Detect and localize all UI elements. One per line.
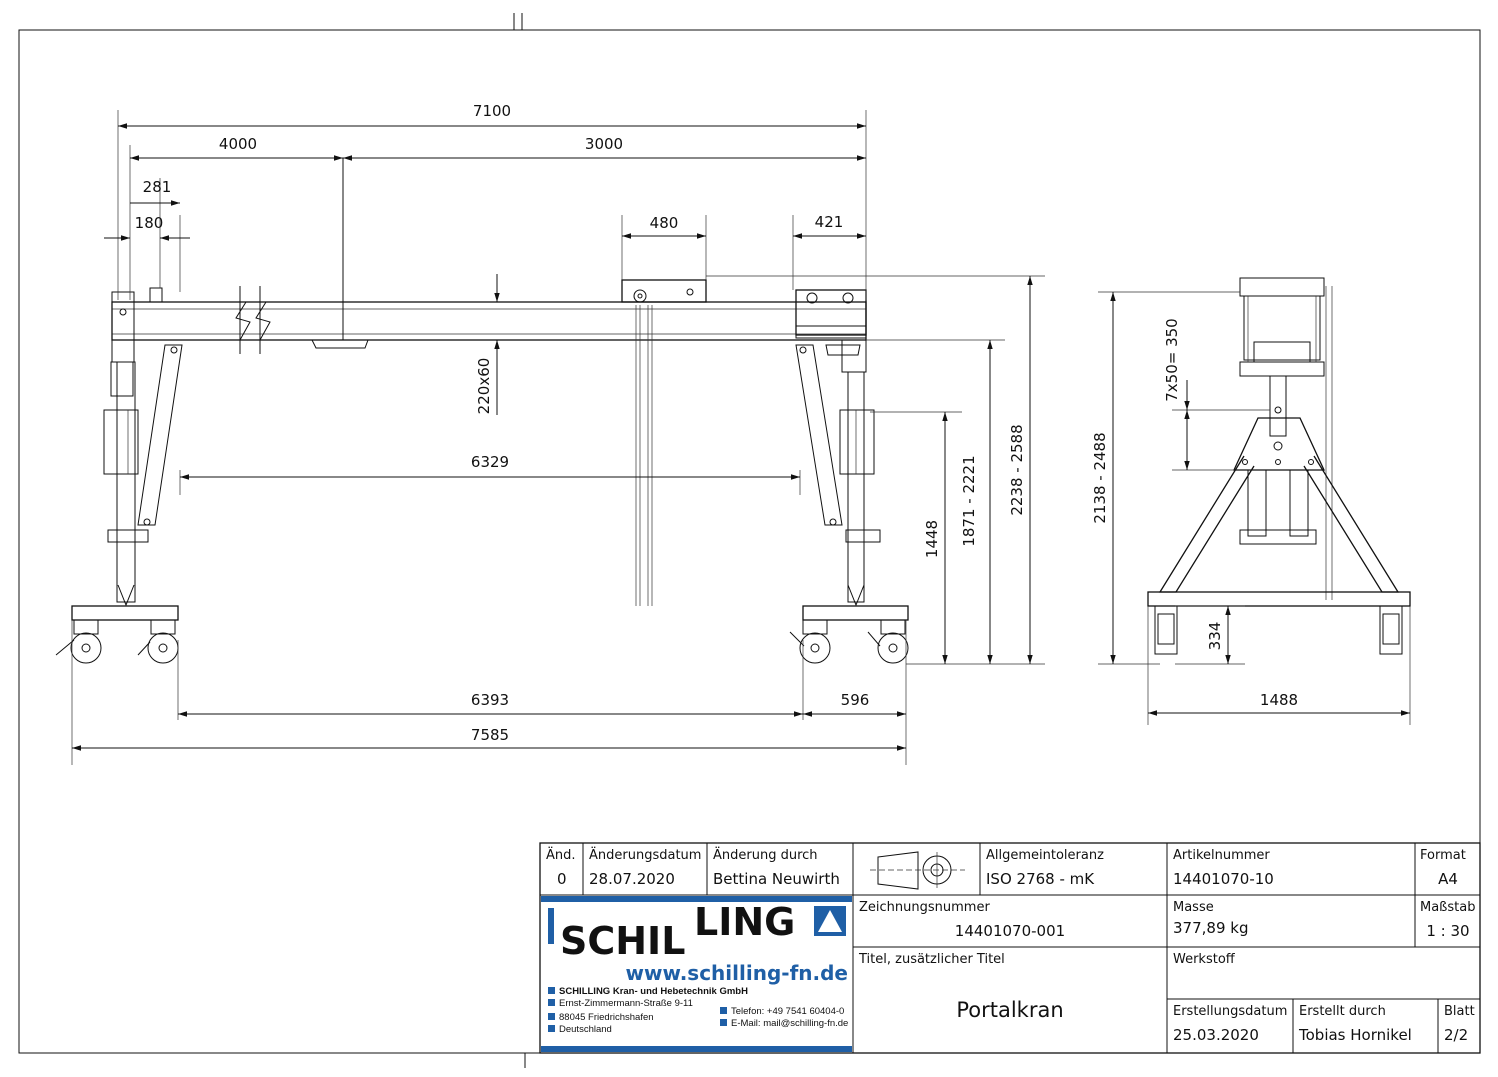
label-aenderungsdatum: Änderungsdatum: [589, 847, 701, 863]
dim-2238-2588: 2238 - 2588: [1008, 424, 1026, 515]
value-aenderungsdatum: 28.07.2020: [589, 870, 675, 888]
label-werkstoff: Werkstoff: [1173, 952, 1236, 967]
dim-6393: 6393: [471, 691, 509, 709]
company-street: Ernst-Zimmermann-Straße 9-11: [559, 998, 693, 1009]
company-website: www.schilling-fn.de: [626, 961, 848, 985]
value-allgemeintoleranz: ISO 2768 - mK: [986, 870, 1095, 888]
company-logo: SCHIL LING www.schilling-fn.de SCHILLING…: [541, 896, 852, 1052]
value-artikelnummer: 14401070-10: [1173, 870, 1274, 888]
label-erstellt-durch: Erstellt durch: [1299, 1004, 1386, 1019]
dim-334: 334: [1206, 622, 1224, 651]
dim-7585: 7585: [471, 726, 509, 744]
dim-2138-2488: 2138 - 2488: [1091, 432, 1109, 523]
value-massstab: 1 : 30: [1426, 922, 1469, 940]
label-aenderung-durch: Änderung durch: [713, 847, 818, 863]
value-aenderung-durch: Bettina Neuwirth: [713, 870, 840, 888]
value-erstellungsdatum: 25.03.2020: [1173, 1026, 1259, 1044]
left-wheel-2: [147, 632, 179, 664]
left-leg: [116, 361, 136, 603]
company-country: Deutschland: [559, 1024, 612, 1035]
dim-1871-2221: 1871 - 2221: [960, 455, 978, 546]
left-base: [71, 605, 179, 621]
front-view: 7100 4000 3000 281 180 480 421 220x60 63…: [55, 102, 1045, 765]
company-email: E-Mail: mail@schilling-fn.de: [731, 1018, 848, 1029]
dim-180: 180: [135, 214, 164, 232]
dim-6329: 6329: [471, 453, 509, 471]
right-brace: [795, 344, 843, 526]
dim-596: 596: [841, 691, 870, 709]
right-base: [802, 605, 909, 621]
value-aend: 0: [557, 870, 567, 888]
side-view: 2138 - 2488 7x50= 350 334 1488: [1091, 277, 1411, 725]
dim-421: 421: [815, 213, 844, 231]
label-blatt: Blatt: [1444, 1004, 1475, 1019]
value-zeichnungsnummer: 14401070-001: [955, 922, 1065, 940]
value-blatt: 2/2: [1444, 1026, 1468, 1044]
logo-text-part2: LING: [694, 900, 795, 944]
label-format: Format: [1420, 848, 1466, 863]
trolley: [621, 279, 707, 303]
dim-3000: 3000: [585, 135, 623, 153]
value-erstellt-durch: Tobias Hornikel: [1298, 1026, 1412, 1044]
label-allgemeintoleranz: Allgemeintoleranz: [986, 848, 1104, 863]
value-format: A4: [1438, 870, 1458, 888]
dim-281: 281: [143, 178, 172, 196]
left-brace: [137, 344, 183, 526]
dim-7x50: 7x50= 350: [1163, 318, 1181, 401]
dim-1488: 1488: [1260, 691, 1298, 709]
right-wheel-1: [799, 632, 831, 664]
logo-text-part1: SCHIL: [560, 919, 685, 963]
dim-7100: 7100: [473, 102, 511, 120]
label-massstab: Maßstab: [1420, 900, 1475, 915]
value-titel: Portalkran: [956, 998, 1063, 1022]
title-block: Änd. 0 Änderungsdatum 28.07.2020 Änderun…: [539, 842, 1481, 1054]
label-masse: Masse: [1173, 900, 1214, 915]
company-name: SCHILLING Kran- und Hebetechnik GmbH: [559, 986, 748, 997]
label-aend: Änd.: [546, 847, 576, 863]
dim-220x60: 220x60: [475, 358, 493, 415]
right-wheel-2: [877, 632, 909, 664]
projection-symbol-icon: [870, 851, 965, 890]
dim-4000: 4000: [219, 135, 257, 153]
label-erstellungsdatum: Erstellungsdatum: [1173, 1004, 1287, 1019]
label-artikelnummer: Artikelnummer: [1173, 848, 1270, 863]
right-end-carriage: [795, 289, 867, 336]
left-wheel-1: [70, 632, 102, 664]
label-zeichnungsnummer: Zeichnungsnummer: [859, 900, 990, 915]
label-titel: Titel, zusätzlicher Titel: [858, 952, 1005, 967]
company-phone: Telefon: +49 7541 60404-0: [731, 1006, 844, 1017]
right-leg: [847, 371, 865, 603]
company-city: 88045 Friedrichshafen: [559, 1012, 654, 1023]
dim-1448: 1448: [923, 520, 941, 558]
dim-480: 480: [650, 214, 679, 232]
value-masse: 377,89 kg: [1173, 919, 1248, 937]
